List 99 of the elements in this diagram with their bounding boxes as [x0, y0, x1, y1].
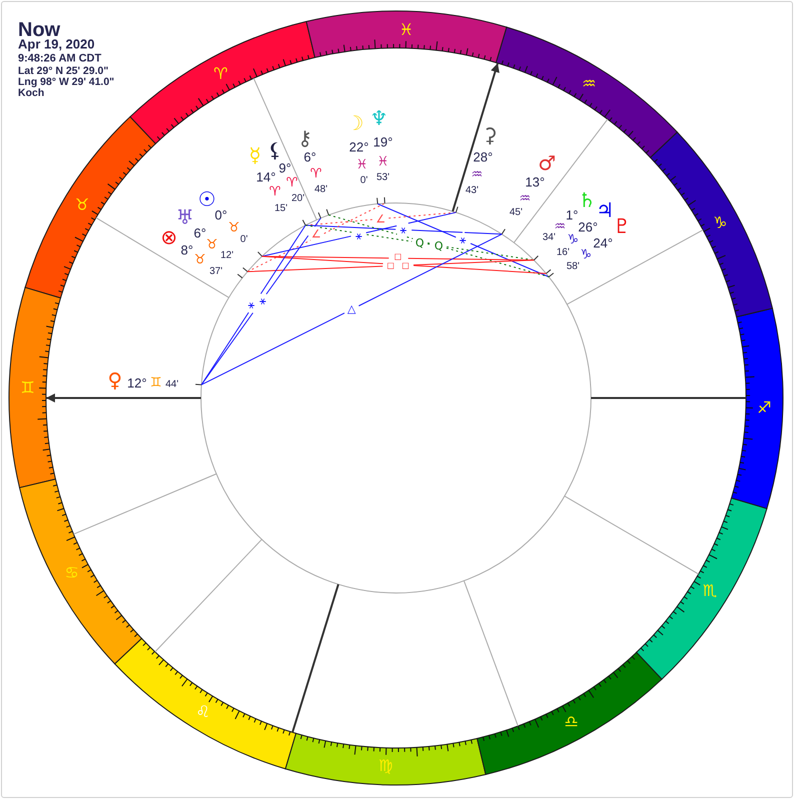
sign-symbol: ♑ — [580, 248, 592, 262]
zodiac-band — [476, 651, 663, 776]
zodiac-sign: ♐ — [757, 400, 772, 416]
sign-symbol: ♑ — [567, 234, 579, 246]
planet-symbol: ⚷ — [298, 128, 312, 148]
degree-label: 6° — [304, 150, 316, 164]
minute-label: 34' — [542, 233, 556, 243]
minute-label: 53' — [376, 173, 390, 183]
degree-label: 1° — [566, 208, 578, 222]
sign-symbol: ♉ — [228, 222, 240, 234]
longitude-label: Lng 98° W 29' 41.0" — [18, 76, 114, 87]
sign-symbol: ♒ — [471, 168, 483, 182]
aspect-symbol: □ — [386, 262, 394, 270]
zodiac-sign: ♎ — [564, 714, 578, 730]
minute-label: 37' — [209, 267, 223, 277]
zodiac-band — [24, 115, 157, 300]
degree-label: 28° — [473, 150, 493, 164]
sign-symbol: ♓ — [377, 156, 389, 168]
degree-label: 26° — [578, 220, 598, 234]
minute-label: 12' — [220, 251, 234, 261]
aspect-symbol: ⚹ — [248, 300, 255, 310]
degree-label: 8° — [180, 244, 194, 256]
planet-symbol: ♇ — [613, 216, 631, 236]
aspect-symbol: ⚹ — [400, 224, 408, 236]
axis-arrow — [452, 62, 500, 212]
latitude-label: Lat 29° N 25' 29.0" — [18, 65, 108, 76]
zodiac-band — [113, 637, 298, 770]
sign-symbol: ♒ — [519, 192, 531, 206]
zodiac-sign: ♌ — [196, 704, 210, 720]
planet-symbol: ☿ — [248, 145, 262, 165]
zodiac-sign: ♊ — [20, 380, 35, 396]
planet-symbol: ⚳ — [482, 125, 498, 145]
aspect-symbol: ⚹ — [355, 230, 362, 242]
sign-symbol: ♉ — [194, 254, 206, 266]
sign-symbol: ♉ — [206, 238, 218, 252]
zodiac-sign: ♑ — [712, 214, 728, 231]
degree-label: 22° — [349, 140, 369, 154]
aspect-symbol: Q — [434, 240, 444, 252]
zodiac-sign: ♒ — [582, 76, 596, 92]
zodiac-band — [635, 496, 768, 681]
sign-symbol: ♈ — [269, 186, 281, 198]
planet-symbol: ⊗ — [160, 227, 178, 247]
aspect-symbol: △ — [347, 304, 356, 315]
minute-label: 58' — [566, 262, 580, 272]
house-system-label: Koch — [18, 88, 44, 98]
planet-symbol: ☉ — [198, 189, 216, 209]
aspect-symbol: □ — [402, 262, 410, 270]
aspect-symbol: Q — [415, 237, 424, 248]
degree-label: 13° — [525, 176, 545, 188]
planet-symbol: ♆ — [370, 108, 388, 128]
zodiac-sign: ♋ — [64, 565, 80, 582]
minute-label: 44' — [165, 380, 179, 390]
planet-symbol: ♃ — [596, 200, 614, 220]
degree-label: 24° — [593, 236, 613, 250]
aspect-symbol: ∠ — [376, 213, 386, 224]
sign-symbol: ♈ — [286, 176, 298, 190]
zodiac-sign: ♏ — [702, 583, 718, 600]
time-label: 9:48:26 AM CDT — [18, 53, 102, 64]
minute-label: 48' — [314, 185, 328, 195]
sign-symbol: ♈ — [310, 168, 322, 180]
zodiac-band — [649, 131, 774, 318]
minute-label: 15' — [274, 204, 288, 214]
aspect-symbol: ⚹ — [460, 234, 467, 246]
minute-label: 16' — [556, 248, 570, 258]
chart-title: Now — [18, 20, 60, 40]
minute-label: 0' — [360, 176, 368, 186]
degree-label: 9° — [278, 162, 292, 174]
planet-symbol: ♅ — [176, 207, 194, 227]
planet-symbol: ♄ — [578, 190, 596, 210]
degree-label: 0° — [214, 208, 228, 222]
zodiac-band — [730, 307, 784, 510]
zodiac-sign: ♓ — [399, 22, 414, 38]
date-label: Apr 19, 2020 — [18, 38, 95, 50]
zodiac-band — [284, 732, 487, 786]
sign-symbol: ♓ — [356, 158, 368, 172]
aspect-symbol: ⚹ — [260, 296, 267, 307]
zodiac-band — [18, 478, 143, 665]
zodiac-sign: ♉ — [74, 196, 90, 213]
zodiac-band — [8, 286, 62, 489]
sign-symbol: ♊ — [150, 376, 162, 390]
degree-label: 14° — [256, 170, 276, 184]
minute-label: 0' — [240, 235, 248, 245]
minute-label: 43' — [465, 186, 479, 196]
axis-arrow — [46, 394, 201, 402]
planet-symbol: ♀ — [108, 370, 122, 390]
zodiac-sign: ♈ — [214, 66, 228, 82]
aspect-symbol: □ — [394, 253, 402, 262]
zodiac-sign: ♍ — [378, 758, 393, 774]
degree-label: 19° — [373, 136, 393, 148]
minute-label: 45' — [509, 208, 523, 218]
planet-symbol: ⚸ — [268, 140, 282, 160]
minute-label: 20' — [291, 194, 305, 204]
sign-symbol: ♒ — [554, 220, 566, 234]
aspect-symbol: ∠ — [311, 228, 322, 240]
planet-symbol: ♂ — [538, 153, 556, 173]
degree-label: 6° — [194, 226, 206, 240]
planet-symbol: ☽ — [346, 113, 364, 133]
degree-label: 12° — [127, 376, 147, 390]
zodiac-band — [305, 10, 508, 64]
